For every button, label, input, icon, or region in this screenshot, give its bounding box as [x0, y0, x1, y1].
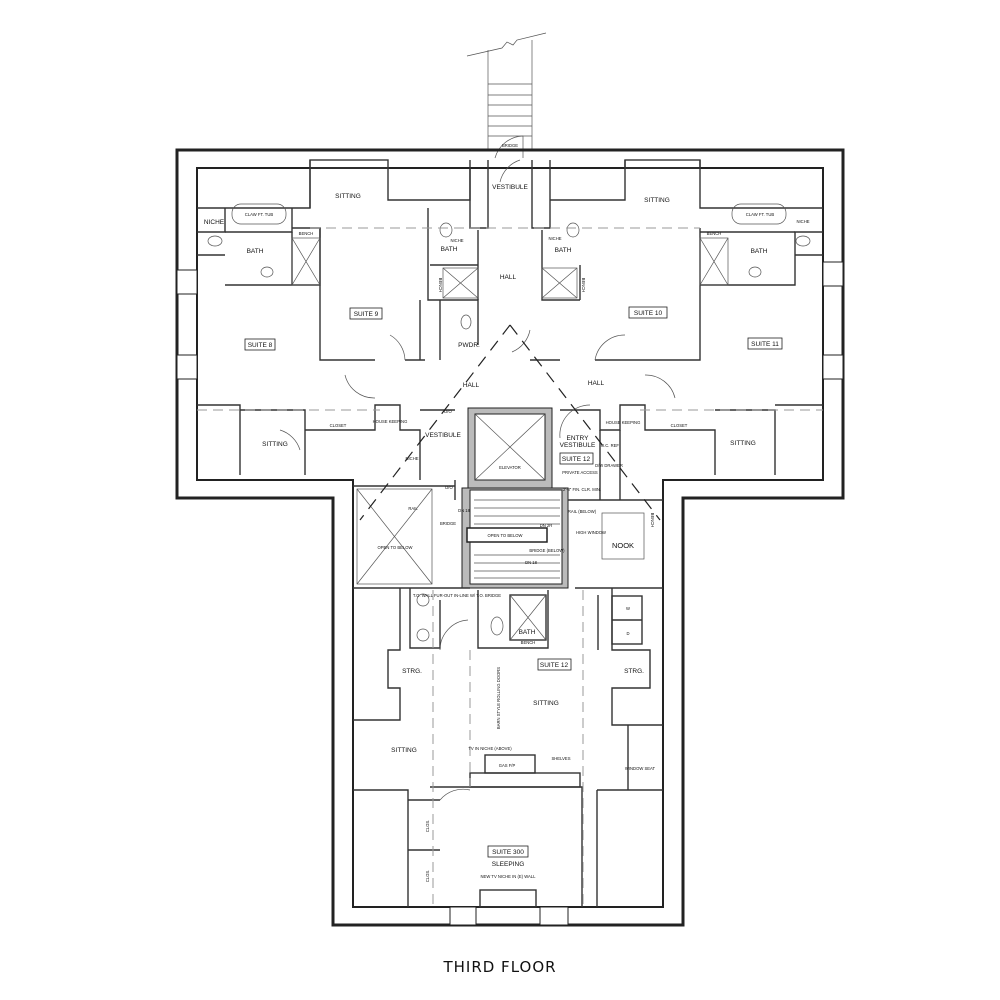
label-suite12-entry: SUITE 12	[562, 456, 591, 463]
label-barn-doors: BARN STYLE ROLLING DOORS	[496, 667, 501, 729]
label-strg-e: STRG.	[624, 668, 644, 675]
floor-title: THIRD FLOOR	[443, 958, 557, 976]
label-bath-s9: BATH	[441, 246, 458, 253]
label-vestibule-top: VESTIBULE	[492, 184, 528, 191]
label-bench-w: BENCH	[299, 231, 314, 236]
label-suite10: SUITE 10	[634, 310, 663, 317]
label-pwdr: PWDR.	[458, 342, 480, 349]
label-clos-2: CLOS.	[425, 870, 430, 883]
label-bench-nook: BENCH	[650, 513, 655, 528]
label-dw-drawer: D/W DRAWER	[595, 463, 623, 468]
label-sitting-s12-w: SITTING	[391, 747, 417, 754]
label-strg-w: STRG.	[402, 668, 422, 675]
nook	[568, 499, 663, 589]
label-hall-center: HALL	[500, 274, 517, 281]
label-bridge-below: BRIDGE (BELOW)	[529, 548, 565, 553]
label-dn-18b: DN 18	[525, 560, 538, 565]
label-dn-18a: DN 18	[458, 508, 471, 513]
label-bench-e: BENCH	[707, 231, 722, 236]
label-closet-e: CLOSET	[671, 423, 688, 428]
label-niche-s10: NICHE	[548, 236, 561, 241]
label-sitting-se: SITTING	[730, 440, 756, 447]
label-sleeping: SLEEPING	[492, 861, 525, 868]
label-housekeeping-w: HOUSE KEEPING	[373, 419, 408, 424]
label-do-top: D/O	[444, 409, 452, 414]
windows	[176, 261, 844, 926]
label-bridge: BRIDGE	[440, 521, 456, 526]
room-labels: BRIDGE VESTIBULE HALL SITTING SITTING SI…	[204, 143, 810, 882]
label-clearance: 2'-8" FIN. CLR. MIN.	[563, 487, 601, 492]
label-nook: NOOK	[612, 541, 634, 550]
label-hall-w: HALL	[463, 382, 480, 389]
label-window-seat: WINDOW SEAT	[625, 766, 656, 771]
label-open-below-w: OPEN TO BELOW	[378, 545, 413, 550]
fixtures	[207, 203, 811, 330]
stair	[461, 487, 569, 589]
label-entry-vestibule-wrap: ENTRY VESTIBULE	[559, 435, 596, 449]
label-elevator: ELEVATOR	[499, 465, 521, 470]
label-gas-fp: GAS F/P	[499, 763, 516, 768]
label-suite12: SUITE 12	[540, 662, 569, 669]
exterior-stair	[466, 32, 547, 159]
label-rail: RAIL	[408, 506, 418, 511]
label-vestibule-w: VESTIBULE	[425, 432, 461, 439]
label-sitting-s12: SITTING	[533, 700, 559, 707]
label-clos-1: CLOS.	[425, 820, 430, 833]
label-niche-s9: NICHE	[450, 238, 463, 243]
label-high-window: HIGH WINDOW	[576, 530, 606, 535]
label-niche-e: NICHE	[796, 219, 809, 224]
clawfoot-tub-e	[731, 203, 787, 225]
label-entry-vestibule: ENTRY VESTIBULE	[559, 435, 596, 449]
label-do-bottom: D/O	[445, 485, 453, 490]
label-sitting-ne: SITTING	[644, 197, 670, 204]
label-bath-s12: BATH	[519, 629, 536, 636]
label-closet-w: CLOSET	[330, 423, 347, 428]
south-walls	[353, 588, 663, 908]
label-suite300: SUITE 300	[492, 849, 524, 856]
label-sitting-nw: SITTING	[335, 193, 361, 200]
label-dn-2r: DN 2R	[540, 523, 553, 528]
label-niche-vest: NICHE	[405, 456, 418, 461]
label-uc-ref: U.C. REF	[601, 443, 619, 448]
label-bath-e: BATH	[751, 248, 768, 255]
label-bench-s9: BENCH	[438, 278, 443, 293]
open-to-below	[353, 485, 470, 589]
section-lines	[197, 227, 823, 907]
label-hall-e: HALL	[588, 380, 605, 387]
label-dryer: D	[626, 631, 629, 636]
label-wall-furout: T.O. WALL FUR-OUT IN-LINE W/ T.O. BRIDGE	[413, 593, 501, 598]
label-washer: W	[626, 606, 630, 611]
label-bath-w: BATH	[247, 248, 264, 255]
label-new-tv-niche: NEW TV NICHE IN (E) WALL	[481, 874, 537, 879]
label-sitting-sw: SITTING	[262, 441, 288, 448]
label-suite9: SUITE 9	[354, 311, 379, 318]
label-bench-s10: BENCH	[581, 278, 586, 293]
label-open-below-stair: OPEN TO BELOW	[488, 533, 523, 538]
label-housekeeping-e: HOUSE KEEPING	[606, 420, 641, 425]
label-private-access: PRIVATE ACCESS	[562, 470, 598, 475]
label-tv-niche: TV IN NICHE (ABOVE)	[468, 746, 512, 751]
label-clawtub-w: CLAW FT. TUB	[245, 212, 274, 217]
label-bath-s10: BATH	[555, 247, 572, 254]
label-bridge-top: BRIDGE	[502, 143, 518, 148]
label-clawtub-e: CLAW FT. TUB	[746, 212, 775, 217]
label-bench-s12: BENCH	[521, 640, 536, 645]
label-suite11: SUITE 11	[751, 341, 779, 348]
clawfoot-tub-w	[231, 203, 287, 225]
fixtures-south	[416, 593, 504, 642]
label-suite8: SUITE 8	[248, 342, 273, 349]
label-niche-w: NICHE	[204, 219, 225, 226]
elevator-core	[467, 407, 553, 489]
label-boxes	[244, 306, 783, 858]
label-rail-below: RAIL (BELOW)	[568, 509, 597, 514]
label-shelves: SHELVES	[551, 756, 570, 761]
